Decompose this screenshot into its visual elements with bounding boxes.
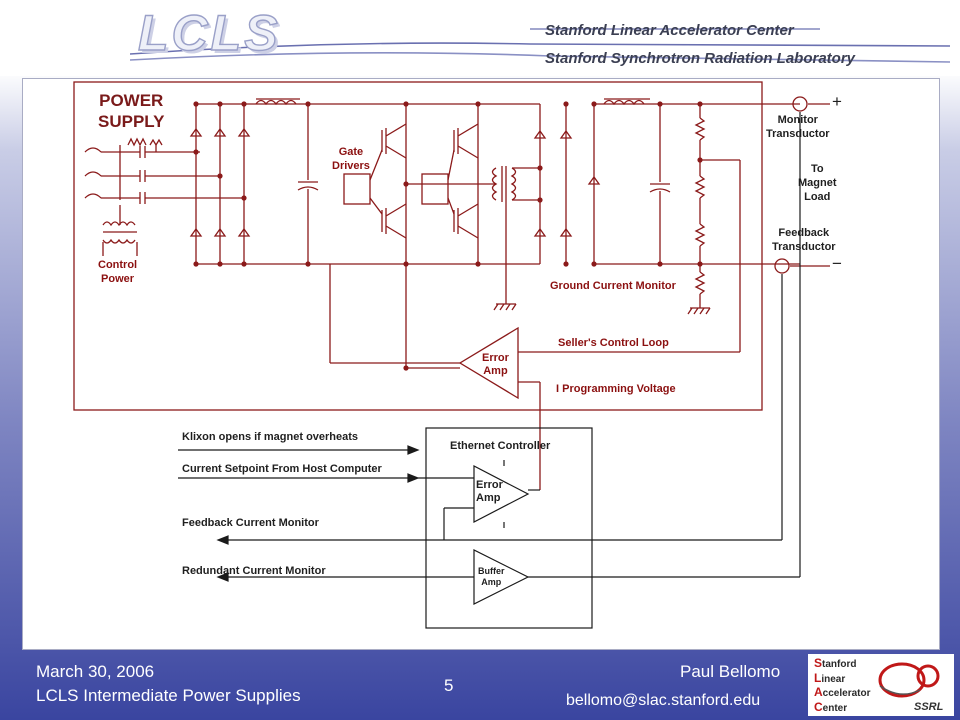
error-amp-label: Error Amp bbox=[482, 352, 509, 378]
dc-link-capacitor bbox=[297, 104, 319, 264]
power-supply-enclosure bbox=[73, 81, 763, 411]
dc-link-inductor bbox=[255, 99, 297, 106]
feedback-transductor-line2: Transductor bbox=[772, 241, 836, 253]
lab-name-ssrl: Stanford Synchrotron Radiation Laborator… bbox=[545, 50, 856, 67]
slac-ssrl-logo: Stanford Linear Accelerator Center SSRL bbox=[808, 654, 954, 716]
klixon-label: Klixon opens if magnet overheats bbox=[182, 431, 359, 443]
control-power-line2: Power bbox=[101, 273, 135, 285]
redundant-current-monitor-label: Redundant Current Monitor bbox=[182, 565, 326, 577]
input-rectifier-bridge bbox=[189, 103, 308, 265]
sellers-control-loop-label: Seller's Control Loop bbox=[558, 337, 669, 349]
error-amp-line2: Amp bbox=[483, 365, 508, 377]
controller-error-amp-label: Error Amp bbox=[476, 479, 503, 505]
monitor-transductor-label: Monitor Transductor bbox=[766, 113, 830, 141]
to-magnet-line2: Magnet bbox=[798, 177, 837, 189]
feedback-transductor bbox=[774, 258, 790, 274]
gate-drivers-label: Gate Drivers bbox=[332, 145, 370, 173]
feedback-current-monitor-label: Feedback Current Monitor bbox=[182, 517, 319, 529]
power-supply-title-line1: POWER bbox=[99, 91, 164, 110]
gate-drivers-line1: Gate bbox=[338, 146, 364, 158]
footer-date: March 30, 2006 bbox=[36, 662, 155, 681]
monitor-transductor bbox=[792, 96, 808, 112]
controller-error-amp-line1: Error bbox=[476, 479, 503, 491]
controller-error-amp bbox=[473, 465, 530, 523]
logo-swoosh-lines bbox=[130, 28, 950, 63]
svg-text:SSRL: SSRL bbox=[914, 701, 944, 713]
output-rectifier bbox=[533, 104, 601, 264]
current-setpoint-label: Current Setpoint From Host Computer bbox=[182, 463, 382, 475]
bleeder-resistor-chain bbox=[687, 104, 741, 352]
ethernet-controller-block bbox=[178, 112, 801, 629]
circuit-junction-dots bbox=[193, 101, 703, 371]
feedback-transductor-label: Feedback Transductor bbox=[772, 226, 836, 254]
output-filter-capacitor bbox=[649, 104, 671, 264]
lab-name-slac: Stanford Linear Accelerator Center bbox=[545, 22, 794, 39]
slide-number: 5 bbox=[444, 676, 454, 695]
monitor-transductor-line2: Transductor bbox=[766, 128, 830, 140]
minus-terminal: − bbox=[832, 254, 842, 273]
footer-author: Paul Bellomo bbox=[680, 662, 781, 681]
power-supply-error-amp bbox=[458, 326, 519, 400]
diagram-panel bbox=[22, 78, 940, 650]
lcls-logo: LCLS bbox=[137, 4, 281, 61]
buffer-amp-label: Buffer Amp bbox=[478, 566, 505, 588]
control-power-transformer bbox=[102, 205, 138, 256]
power-supply-title-line2: SUPPLY bbox=[98, 112, 165, 131]
slac-wordmark: Stanford Linear Accelerator Center bbox=[814, 656, 871, 714]
ac-input-coils bbox=[84, 137, 245, 204]
h-bridge-switches bbox=[308, 103, 540, 265]
to-magnet-line3: Load bbox=[804, 191, 831, 203]
ground-current-monitor-label: Ground Current Monitor bbox=[550, 280, 676, 292]
monitor-transductor-line1: Monitor bbox=[777, 114, 818, 126]
i-programming-voltage-label: I Programming Voltage bbox=[556, 383, 676, 395]
control-power-label: Control Power bbox=[98, 258, 137, 286]
buffer-amp-line1: Buffer bbox=[478, 566, 505, 576]
footer-title: LCLS Intermediate Power Supplies bbox=[36, 686, 301, 705]
ssrl-ring-icon: SSRL bbox=[878, 662, 944, 713]
ethernet-controller-label: Ethernet Controller bbox=[450, 440, 551, 452]
footer-email: bellomo@slac.stanford.edu bbox=[566, 692, 761, 709]
to-magnet-line1: To bbox=[810, 163, 824, 175]
hf-transformer bbox=[491, 166, 540, 202]
gate-drivers-line2: Drivers bbox=[332, 160, 370, 172]
to-magnet-load-label: To Magnet Load bbox=[798, 162, 837, 204]
controller-error-amp-line2: Amp bbox=[476, 492, 501, 504]
slide-header: LCLS Stanford Linear Accelerator Center … bbox=[0, 0, 960, 76]
control-power-line1: Control bbox=[98, 259, 138, 271]
plus-terminal: + bbox=[832, 92, 842, 111]
power-supply-title: POWER SUPPLY bbox=[98, 90, 164, 132]
error-amp-line1: Error bbox=[482, 352, 509, 364]
feedback-transductor-line1: Feedback bbox=[778, 227, 830, 239]
buffer-amp-line2: Amp bbox=[481, 577, 502, 587]
